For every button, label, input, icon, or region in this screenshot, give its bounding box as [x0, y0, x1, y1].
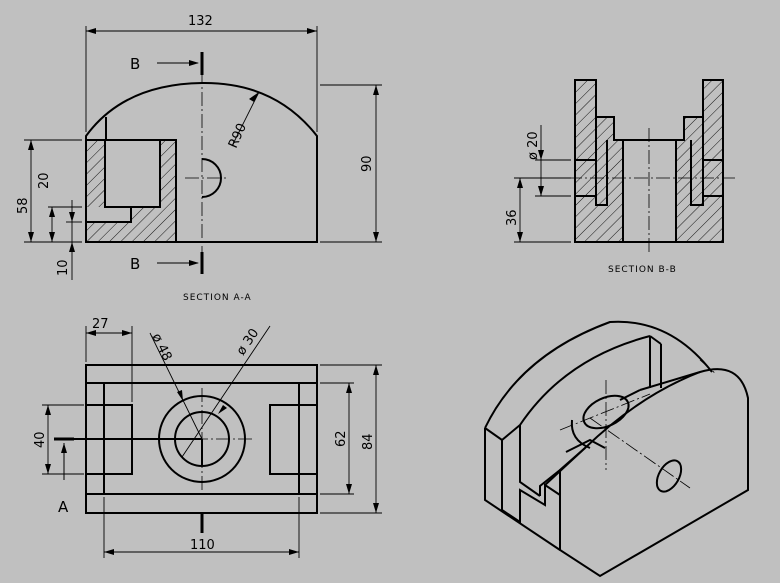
- iso-front-face: [559, 368, 749, 578]
- dim-height-36: 36: [505, 209, 520, 226]
- dim-height-40: 40: [33, 431, 48, 448]
- section-a-a-view: B B 132 R90 90 58 20: [16, 14, 382, 303]
- iso-back-arch: [484, 320, 713, 429]
- top-view: A 27 ø 48 ø 30 40 62: [33, 317, 382, 558]
- section-b-label-bottom: B: [130, 255, 140, 273]
- center-line: [589, 417, 691, 489]
- section-a-label: A: [58, 498, 69, 516]
- hatch-region: [86, 140, 176, 242]
- caption-section-a-a: SECTION A-A: [183, 293, 252, 303]
- dim-height-84: 84: [361, 433, 376, 450]
- isometric-view: [484, 320, 749, 578]
- iso-left-end: [484, 424, 521, 442]
- dim-width-132: 132: [188, 14, 213, 29]
- caption-section-b-b: SECTION B-B: [608, 265, 677, 275]
- dim-height-58: 58: [16, 197, 31, 214]
- iso-inner-arch: [519, 335, 651, 426]
- iso-bore: [570, 419, 591, 449]
- dim-width-110: 110: [190, 538, 215, 553]
- diameter-leader: [149, 332, 203, 440]
- iso-slot: [519, 425, 541, 497]
- dim-height-20: 20: [37, 172, 52, 189]
- hatch-region: [676, 80, 723, 242]
- dim-width-27: 27: [92, 317, 109, 332]
- iso-bore: [582, 394, 630, 430]
- dim-height-10: 10: [56, 259, 71, 276]
- part-outline: [85, 81, 318, 243]
- iso-edge: [649, 335, 662, 345]
- iso-edge: [639, 371, 701, 391]
- dim-height-90: 90: [360, 155, 375, 172]
- hatch-region: [86, 140, 105, 207]
- iso-left-end: [501, 440, 561, 524]
- iso-bore: [619, 389, 641, 401]
- dim-height-62: 62: [334, 430, 349, 447]
- dim-diameter-20: ø 20: [526, 131, 541, 160]
- iso-left-end: [484, 428, 561, 551]
- center-line: [699, 359, 717, 375]
- diameter-leader: [181, 325, 271, 458]
- hatch-region: [596, 117, 614, 205]
- iso-slot: [539, 469, 561, 496]
- section-b-b-view: ø 20 36 SECTION B-B: [505, 79, 735, 275]
- iso-ledge: [565, 438, 606, 453]
- hatch-region: [575, 80, 623, 242]
- slot-outline: [269, 404, 317, 475]
- hatch-region: [684, 117, 703, 205]
- iso-side-hole: [655, 459, 683, 493]
- slot-outline: [131, 140, 161, 208]
- dim-radius-90: R90: [226, 121, 250, 150]
- iso-ledge: [544, 447, 586, 486]
- dim-diameter-30: ø 30: [234, 326, 262, 358]
- center-line: [559, 393, 651, 431]
- part-edge: [86, 139, 177, 242]
- section-b-label-top: B: [130, 55, 140, 73]
- dim-diameter-48: ø 48: [148, 331, 174, 363]
